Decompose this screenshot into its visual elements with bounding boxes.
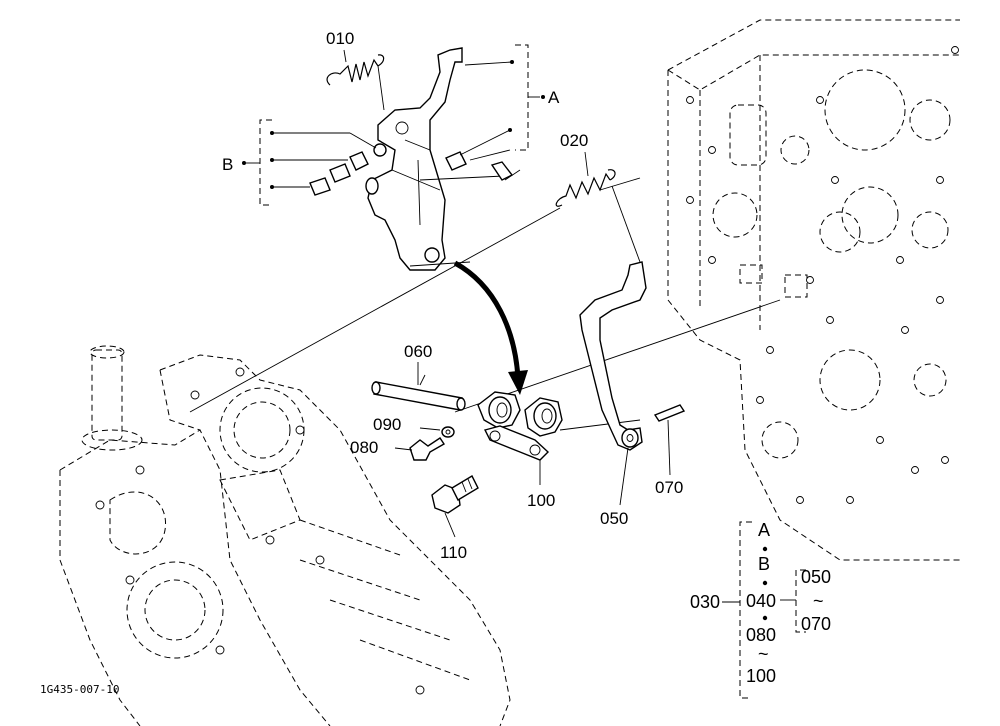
bolt-110 [431,475,479,514]
label-070: 070 [655,478,683,497]
label-010: 010 [326,29,354,48]
legend-030: 030 [690,592,720,612]
label-100: 100 [527,491,555,510]
legend-050: 050 [801,567,831,587]
leader-lines [343,49,671,538]
group-a-bracket [459,44,545,156]
figure-code: 1G435-007-10 [40,683,119,696]
part-labels: 010 020 060 090 080 100 110 050 070 A B [222,29,683,562]
legend-080: 080 [746,625,776,645]
legend-tilde-1: ~ [758,644,769,664]
label-050: 050 [600,509,628,528]
spring-010 [326,54,385,111]
gear-case [59,345,511,726]
bolt-080 [409,437,445,461]
group-b-bracket [242,119,377,206]
washer-090 [441,426,455,438]
label-group-b: B [222,155,233,174]
spring-020 [555,169,616,207]
label-group-a: A [548,88,560,107]
governor-fork-lever [365,47,505,271]
assembly-legend: 030 A B 040 080 ~ 100 050 ~ 070 [690,520,831,699]
engine-block [667,19,960,561]
label-090: 090 [373,415,401,434]
label-060: 060 [404,342,432,361]
label-020: 020 [560,131,588,150]
label-080: 080 [350,438,378,457]
group-b-parts [309,143,387,196]
legend-tilde-2: ~ [813,591,824,611]
pin-060 [371,374,466,411]
group-a-parts [445,149,521,181]
label-110: 110 [440,543,467,562]
pin-070 [653,404,686,422]
bracket-100 [477,391,563,461]
assembly-arrow [453,260,528,395]
legend-040: 040 [746,591,776,611]
legend-070: 070 [801,614,831,634]
assembly-axis-lines [189,177,781,431]
lever-050 [579,185,647,451]
legend-b: B [758,554,770,574]
legend-a: A [758,520,770,540]
legend-100: 100 [746,666,776,686]
